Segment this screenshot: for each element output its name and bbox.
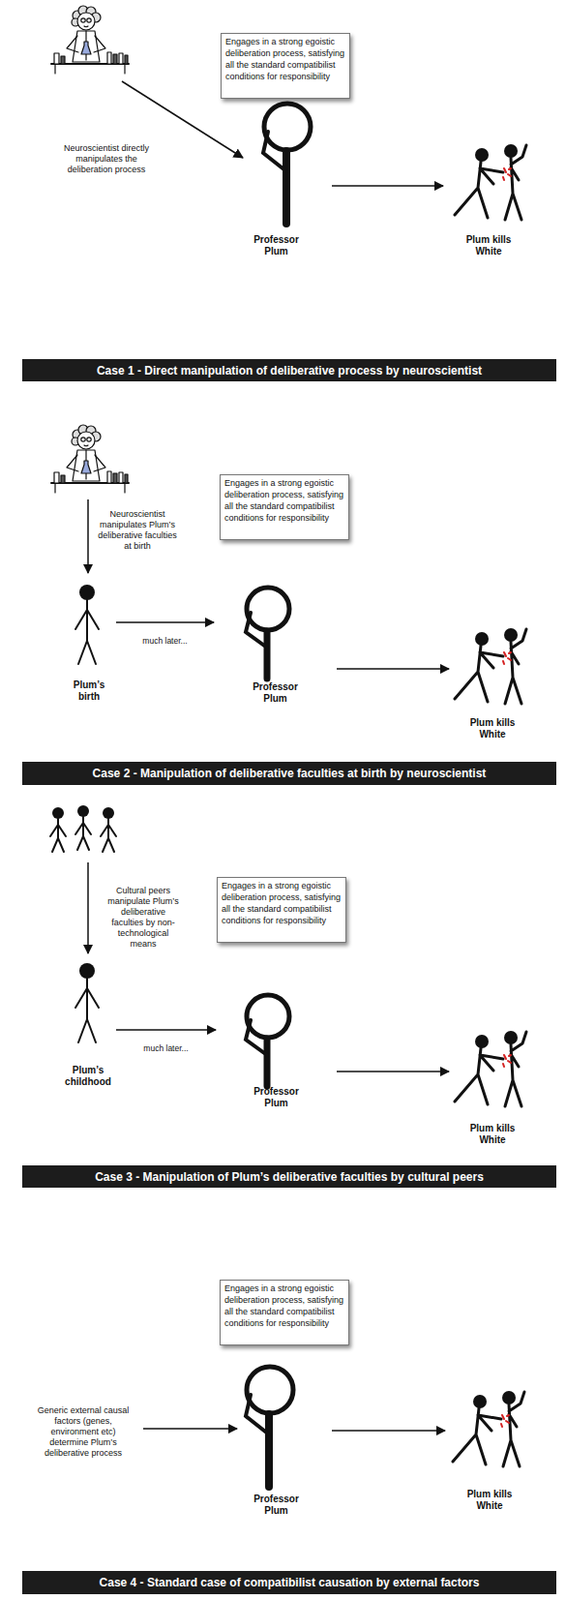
plum-figure xyxy=(245,587,290,679)
peer-figure xyxy=(50,806,66,852)
deliberation-box: Engages in a strong egoistic deliberatio… xyxy=(219,474,350,540)
manipulation-arrow xyxy=(87,499,90,573)
banner-text: Case 1 - Direct manipulation of delibera… xyxy=(96,363,482,378)
figure-node: Plum’s birth xyxy=(61,578,117,703)
arrow-connector xyxy=(331,184,444,187)
deliberation-box: Engages in a strong egoistic deliberatio… xyxy=(220,32,351,99)
case-banner: Case 1 - Direct manipulation of delibera… xyxy=(22,358,557,382)
arrow-note: Neuroscientist manipulates Plum’s delibe… xyxy=(96,508,179,552)
manipulation-arrow xyxy=(87,862,90,954)
plum-figure xyxy=(245,994,290,1086)
figure-node: Professor Plum xyxy=(220,1359,332,1517)
box-text: Engages in a strong egoistic deliberatio… xyxy=(224,1281,345,1329)
deliberation-box: Engages in a strong egoistic deliberatio… xyxy=(216,876,347,943)
figure-caption: Plum’s birth xyxy=(67,679,112,703)
neuroscientist-drawing xyxy=(51,424,129,493)
figure-node: Plum kills White xyxy=(448,624,537,741)
edge-label: much later... xyxy=(143,1042,188,1053)
plum-figure xyxy=(245,1366,294,1487)
figure-node: Professor Plum xyxy=(220,96,332,258)
banner-text: Case 2 - Manipulation of deliberative fa… xyxy=(92,766,487,780)
killing-figures xyxy=(454,144,527,220)
case-banner: Case 3 - Manipulation of Plum’s delibera… xyxy=(22,1164,557,1188)
case-banner: Case 4 - Standard case of compatibilist … xyxy=(22,1570,557,1594)
case-banner: Case 2 - Manipulation of deliberative fa… xyxy=(22,761,557,785)
causal-arrow xyxy=(143,1427,238,1430)
figure-caption: Professor Plum xyxy=(247,1085,306,1109)
figure-node: Plum kills White xyxy=(448,1025,537,1146)
arrow-note: Generic external causal factors (genes, … xyxy=(34,1404,132,1459)
figure-caption: Professor Plum xyxy=(247,234,306,258)
peer-figure xyxy=(75,804,91,850)
arrow-connector xyxy=(336,1070,449,1073)
child-figure xyxy=(75,962,99,1043)
arrow-note: Neuroscientist directly manipulates the … xyxy=(58,143,155,176)
box-text: Engages in a strong egoistic deliberatio… xyxy=(221,879,342,926)
plum-figure xyxy=(263,103,311,224)
killing-figures xyxy=(454,627,527,704)
box-text: Engages in a strong egoistic deliberatio… xyxy=(224,476,345,524)
figure-node: Professor Plum xyxy=(215,988,337,1109)
neuroscientist-drawing xyxy=(51,5,129,74)
arrow-connector xyxy=(116,621,214,624)
killing-figures xyxy=(454,1030,527,1106)
figure-caption: Plum kills White xyxy=(460,1488,519,1512)
killing-figures xyxy=(452,1390,525,1466)
figure-caption: Plum kills White xyxy=(459,234,518,258)
banner-text: Case 4 - Standard case of compatibilist … xyxy=(99,1575,480,1589)
arrow-connector xyxy=(331,1429,446,1431)
peer-figure xyxy=(100,806,117,852)
arrow-connector xyxy=(336,667,449,670)
baby-figure xyxy=(75,584,99,664)
figure-caption: Plum’s childhood xyxy=(61,1064,116,1088)
arrow-connector xyxy=(116,1028,216,1031)
figure-caption: Plum kills White xyxy=(463,1122,522,1146)
figure-node: Plum’s childhood xyxy=(59,957,117,1088)
figure-node: Plum kills White xyxy=(445,1383,535,1512)
box-text: Engages in a strong egoistic deliberatio… xyxy=(225,35,346,83)
figure-node: Professor Plum xyxy=(213,580,337,705)
figure-caption: Professor Plum xyxy=(246,681,305,705)
banner-text: Case 3 - Manipulation of Plum’s delibera… xyxy=(94,1169,484,1184)
figure-caption: Professor Plum xyxy=(247,1492,306,1517)
figure-caption: Plum kills White xyxy=(463,716,522,741)
figure-node: Plum kills White xyxy=(443,140,535,258)
edge-label: much later... xyxy=(142,635,187,646)
arrow-note: Cultural peers manipulate Plum’s deliber… xyxy=(104,885,182,950)
deliberation-box: Engages in a strong egoistic deliberatio… xyxy=(219,1279,350,1345)
